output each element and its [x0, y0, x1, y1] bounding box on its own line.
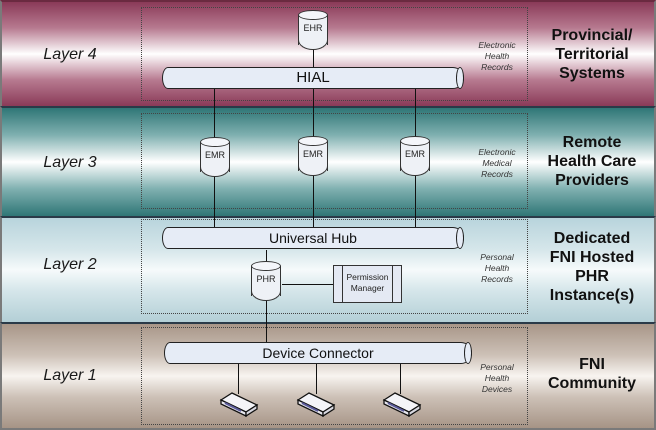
phr-database-icon: PHR — [251, 261, 281, 301]
connector-device1-link — [238, 364, 239, 394]
layer-2-caption: Personal Health Records — [480, 252, 514, 284]
permission-manager-label: Permission Manager — [346, 272, 389, 293]
layer-1-title: FNI Community — [548, 356, 636, 392]
universal-hub-label: Universal Hub — [269, 230, 357, 246]
emr-database-icon: EMR — [298, 136, 328, 176]
ehr-hial-link — [313, 44, 314, 68]
health-device-icon — [219, 392, 259, 417]
permission-manager-box: Permission Manager — [333, 265, 402, 303]
layer-3-label: Layer 3 — [43, 154, 97, 171]
layer-2-title: Dedicated FNI Hosted PHR Instance(s) — [549, 230, 635, 304]
layer-4-label: Layer 4 — [43, 46, 97, 63]
layer-1-label: Layer 1 — [43, 367, 97, 384]
layer-4-zone — [141, 7, 528, 101]
device-connector-bus: Device Connector — [164, 342, 472, 364]
ehr-label: EHR — [303, 23, 323, 33]
layer-3-caption: Electronic Medical Records — [478, 147, 516, 179]
layer-1-caption: Personal Health Devices — [480, 362, 514, 394]
hial-label: HIAL — [296, 69, 330, 86]
health-device-icon — [296, 392, 336, 417]
layer-3-zone — [141, 113, 528, 209]
layer-2-zone — [141, 219, 528, 314]
ehr-database-icon: EHR — [298, 10, 328, 50]
layer-3-title: Remote Health Care Providers — [547, 134, 637, 189]
emr-label: EMR — [405, 149, 425, 159]
emr-label: EMR — [303, 149, 323, 159]
emr-database-icon: EMR — [400, 136, 430, 176]
layer-4-caption: Electronic Health Records — [478, 40, 516, 72]
phr-label: PHR — [256, 274, 276, 284]
layer-1-zone — [141, 327, 528, 425]
connector-device2-link — [316, 364, 317, 394]
layer-2-label: Layer 2 — [43, 256, 97, 273]
layer-3-band — [0, 106, 656, 216]
layer-4-title: Provincial/ Territorial Systems — [551, 27, 633, 82]
emr-label: EMR — [205, 150, 225, 160]
phr-permission-link — [282, 284, 333, 285]
universal-hub-bus: Universal Hub — [162, 227, 464, 249]
device-connector-label: Device Connector — [262, 345, 374, 361]
emr-database-icon: EMR — [200, 137, 230, 177]
connector-device3-link — [400, 364, 401, 394]
hial-bus: HIAL — [162, 67, 464, 89]
health-device-icon — [382, 392, 422, 417]
